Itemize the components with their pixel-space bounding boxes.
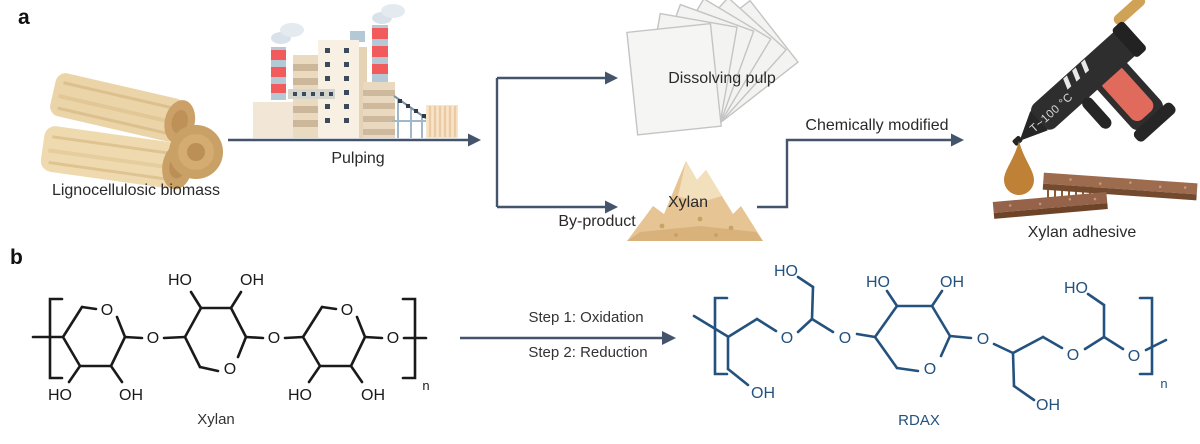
panel-a-label: a xyxy=(18,6,30,29)
atom-label: OH xyxy=(240,272,264,289)
dissolving-pulp-label: Dissolving pulp xyxy=(668,70,776,87)
xylan-flow-label: Xylan xyxy=(667,194,709,211)
atom-label: OH xyxy=(1036,397,1060,414)
pulping-label: Pulping xyxy=(331,150,385,167)
panel-b-label: b xyxy=(10,246,23,269)
biomass-label: Lignocellulosic biomass xyxy=(51,182,221,199)
factory-icon xyxy=(253,4,458,138)
atom-label: O xyxy=(1067,347,1079,364)
atom-label: OH xyxy=(751,385,775,402)
atom-label: OH xyxy=(940,274,964,291)
flow-arrows xyxy=(228,76,951,340)
wood-planks-icon xyxy=(992,172,1198,219)
atom-label: O xyxy=(268,330,280,347)
atom-label: HO xyxy=(1064,280,1088,297)
atom-label: HO xyxy=(168,272,192,289)
step1-label: Step 1: Oxidation xyxy=(528,309,644,326)
atom-label: HO xyxy=(48,387,72,404)
xylan-pile-icon xyxy=(627,161,763,241)
xylan-adhesive-label: Xylan adhesive xyxy=(1027,224,1137,241)
atom-label: HO xyxy=(774,263,798,280)
flow-arrowheads xyxy=(468,71,964,345)
repeat-subscript: n xyxy=(422,378,429,393)
xylan-structure xyxy=(31,290,428,384)
atom-label: O xyxy=(781,330,793,347)
xylan-structure-atoms: O O HO OH O O O O HO OH HO OH n xyxy=(48,272,430,404)
repeat-subscript: n xyxy=(1160,376,1167,391)
rdax-structure-atoms: HO O OH O HO OH O O OH O HO O n xyxy=(751,263,1168,414)
atom-label: OH xyxy=(119,387,143,404)
atom-label: O xyxy=(977,331,989,348)
atom-label: O xyxy=(101,302,113,319)
logs-icon xyxy=(40,73,223,190)
atom-label: O xyxy=(147,330,159,347)
xylan-structure-label: Xylan xyxy=(197,411,235,428)
atom-label: O xyxy=(839,330,851,347)
byproduct-label: By-product xyxy=(558,213,636,230)
glue-drop-icon xyxy=(1004,141,1034,195)
atom-label: O xyxy=(1128,348,1140,365)
atom-label: O xyxy=(387,330,399,347)
atom-label: O xyxy=(341,302,353,319)
atom-label: O xyxy=(224,361,236,378)
step2-label: Step 2: Reduction xyxy=(528,344,648,361)
atom-label: OH xyxy=(361,387,385,404)
atom-label: HO xyxy=(866,274,890,291)
paper-stack-icon xyxy=(626,0,799,136)
rdax-structure xyxy=(692,275,1168,402)
chemically-modified-label: Chemically modified xyxy=(805,117,949,134)
atom-label: HO xyxy=(288,387,312,404)
rdax-structure-label: RDAX xyxy=(898,412,940,429)
atom-label: O xyxy=(924,361,936,378)
